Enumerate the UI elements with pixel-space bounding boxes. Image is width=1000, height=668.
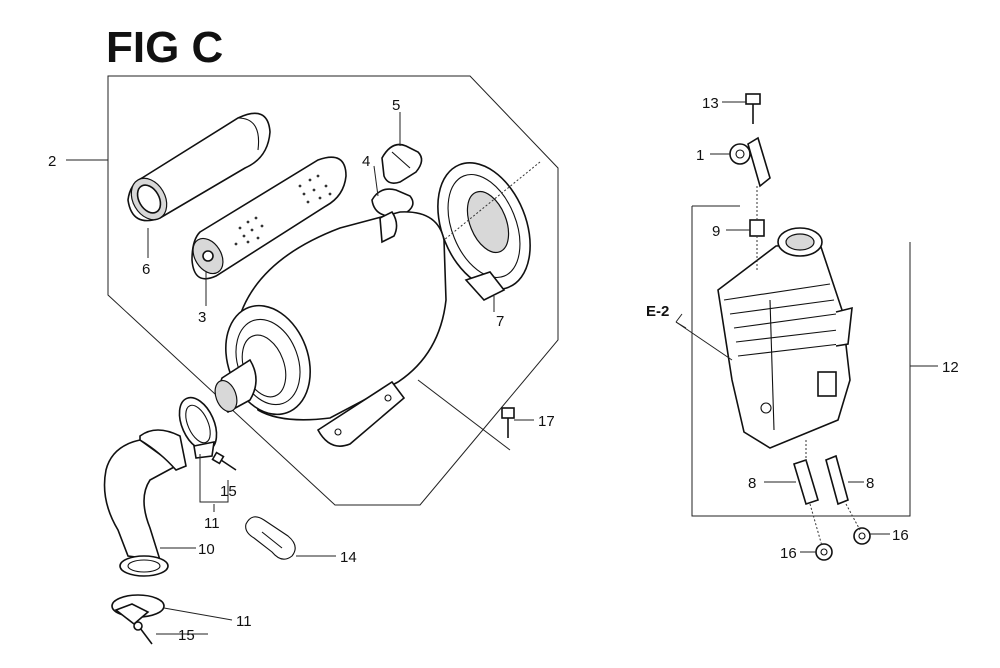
reference-e2: E-2 (646, 303, 669, 320)
screw-lower (133, 621, 153, 645)
air-tube (103, 429, 187, 577)
callout-13: 13 (702, 95, 719, 112)
pin-right (825, 454, 849, 506)
paper-element (191, 156, 347, 280)
callout-3: 3 (198, 309, 206, 326)
band-upper (178, 396, 218, 459)
outer-foam-element (127, 112, 271, 222)
callout-16-right: 16 (892, 527, 909, 544)
stay (729, 136, 771, 188)
screw-upper (211, 451, 237, 471)
nut-right (853, 527, 871, 545)
callout-10: 10 (198, 541, 215, 558)
bolt-13 (745, 93, 761, 124)
callout-15-lower: 15 (178, 627, 195, 644)
callout-11-lower: 11 (236, 613, 252, 630)
silencer (717, 227, 853, 449)
callout-2: 2 (48, 153, 56, 170)
nut-left (815, 543, 833, 561)
clip-lower (371, 188, 414, 217)
callout-15-upper: 15 (220, 483, 237, 500)
callout-12: 12 (942, 359, 959, 376)
clip-upper (381, 143, 423, 184)
callout-7: 7 (496, 313, 504, 330)
callout-1: 1 (696, 147, 704, 164)
left-assembly-boundary (107, 75, 559, 506)
cleaner-cover (437, 162, 531, 301)
callout-11-upper: 11 (204, 515, 220, 532)
callout-17: 17 (538, 413, 555, 430)
spring-clip (245, 516, 296, 560)
callout-9: 9 (712, 223, 720, 240)
collar (749, 219, 765, 237)
callout-5: 5 (392, 97, 400, 114)
band-lower (111, 594, 165, 626)
bolt-17 (501, 407, 515, 438)
callout-8-left: 8 (748, 475, 756, 492)
right-assembly-boundary (691, 205, 911, 517)
cleaner-case (214, 210, 447, 447)
callout-8-right: 8 (866, 475, 874, 492)
leader-lines (66, 101, 938, 635)
callout-16-left: 16 (780, 545, 797, 562)
callout-4: 4 (362, 153, 370, 170)
callout-14: 14 (340, 549, 357, 566)
pin-left (793, 458, 819, 506)
callout-6: 6 (142, 261, 150, 278)
figure-title: FIG C (106, 23, 223, 72)
